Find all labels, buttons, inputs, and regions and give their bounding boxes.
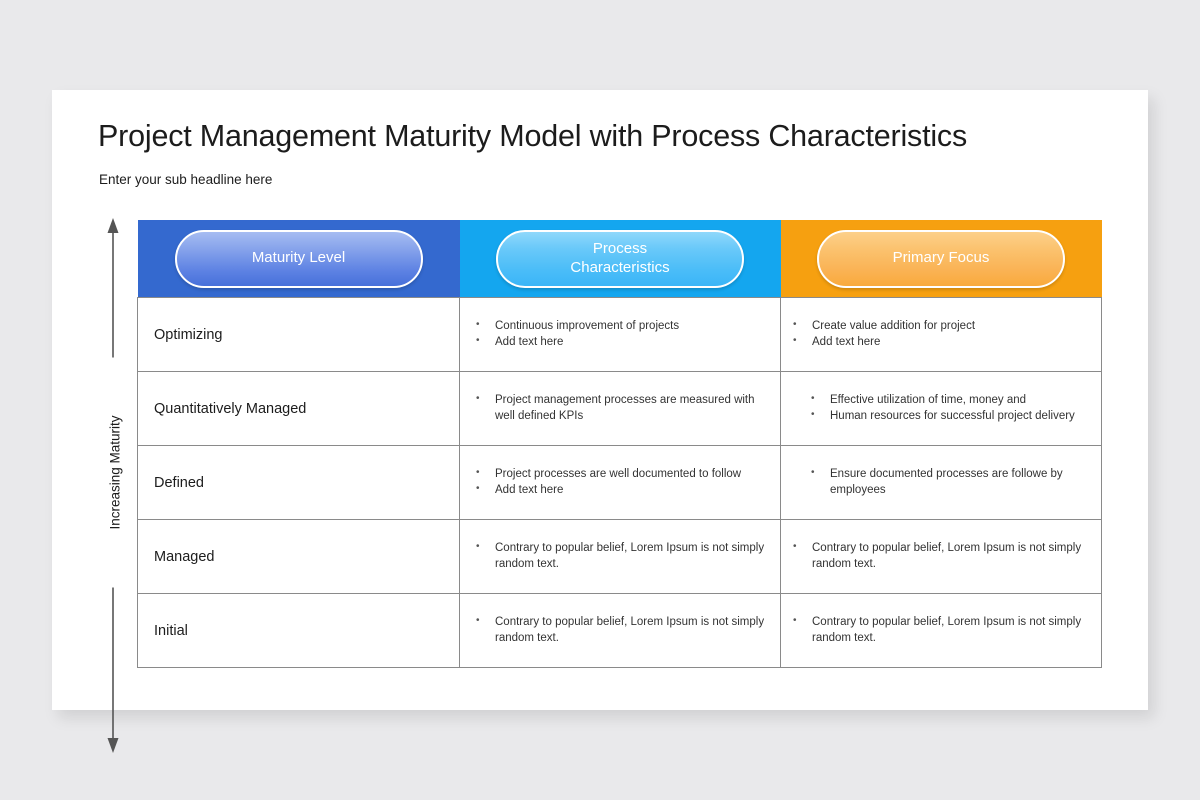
bullet-list: Contrary to popular belief, Lorem Ipsum … <box>781 540 1091 572</box>
list-item: Continuous improvement of projects <box>476 318 770 334</box>
cell-process-characteristics: Continuous improvement of projects Add t… <box>459 297 781 372</box>
table-row: Initial Contrary to popular belief, Lore… <box>137 593 1102 668</box>
list-item: Human resources for successful project d… <box>811 408 1091 424</box>
axis-label: Increasing Maturity <box>104 357 126 588</box>
cell-primary-focus: Ensure documented processes are followe … <box>780 445 1102 520</box>
header-pill-process-characteristics[interactable]: Process Characteristics <box>496 229 744 288</box>
header-label-process-line2: Characteristics <box>570 258 670 276</box>
cell-maturity-level: Quantitatively Managed <box>137 371 460 446</box>
header-label-process-line1: Process <box>592 239 648 257</box>
list-item: Ensure documented processes are followe … <box>811 466 1091 498</box>
bullet-list: Effective utilization of time, money and… <box>781 392 1091 425</box>
page-title: Project Management Maturity Model with P… <box>98 119 968 153</box>
bullet-list: Project processes are well documented to… <box>460 466 770 499</box>
table-header-row: Maturity Level Process Characteristics P… <box>137 220 1102 298</box>
cell-maturity-level: Optimizing <box>137 297 460 372</box>
cell-process-characteristics: Contrary to popular belief, Lorem Ipsum … <box>459 519 781 594</box>
table-row: Defined Project processes are well docum… <box>137 445 1102 520</box>
table-row: Managed Contrary to popular belief, Lore… <box>137 519 1102 594</box>
cell-primary-focus: Create value addition for project Add te… <box>780 297 1102 372</box>
list-item: Contrary to popular belief, Lorem Ipsum … <box>476 540 770 572</box>
cell-primary-focus: Effective utilization of time, money and… <box>780 371 1102 446</box>
bullet-list: Create value addition for project Add te… <box>781 318 1091 351</box>
increasing-maturity-axis: Increasing Maturity <box>96 218 130 753</box>
list-item: Project processes are well documented to… <box>476 466 770 482</box>
cell-maturity-level: Defined <box>137 445 460 520</box>
maturity-model-table: Maturity Level Process Characteristics P… <box>137 220 1102 668</box>
cell-maturity-level: Managed <box>137 519 460 594</box>
header-label-process-characteristics: Process Characteristics <box>570 240 669 277</box>
cell-primary-focus: Contrary to popular belief, Lorem Ipsum … <box>780 593 1102 668</box>
cell-process-characteristics: Contrary to popular belief, Lorem Ipsum … <box>459 593 781 668</box>
bullet-list: Continuous improvement of projects Add t… <box>460 318 770 351</box>
bullet-list: Contrary to popular belief, Lorem Ipsum … <box>460 614 770 646</box>
cell-process-characteristics: Project management processes are measure… <box>459 371 781 446</box>
list-item: Add text here <box>476 482 770 498</box>
bullet-list: Contrary to popular belief, Lorem Ipsum … <box>781 614 1091 646</box>
bullet-list: Ensure documented processes are followe … <box>781 466 1091 498</box>
header-label-primary-focus: Primary Focus <box>892 249 990 267</box>
header-label-maturity-level: Maturity Level <box>251 249 346 267</box>
header-cell-process-characteristics[interactable]: Process Characteristics <box>459 220 781 298</box>
header-cell-primary-focus[interactable]: Primary Focus <box>780 220 1102 298</box>
table-row: Quantitatively Managed Project managemen… <box>137 371 1102 446</box>
list-item: Contrary to popular belief, Lorem Ipsum … <box>793 540 1091 572</box>
list-item: Add text here <box>793 334 1091 350</box>
table-row: Optimizing Continuous improvement of pro… <box>137 297 1102 372</box>
list-item: Create value addition for project <box>793 318 1091 334</box>
header-pill-primary-focus[interactable]: Primary Focus <box>817 229 1065 288</box>
header-pill-maturity-level[interactable]: Maturity Level <box>174 229 423 288</box>
list-item: Add text here <box>476 334 770 350</box>
cell-maturity-level: Initial <box>137 593 460 668</box>
bullet-list: Contrary to popular belief, Lorem Ipsum … <box>460 540 770 572</box>
list-item: Contrary to popular belief, Lorem Ipsum … <box>793 614 1091 646</box>
list-item: Project management processes are measure… <box>476 392 770 424</box>
cell-primary-focus: Contrary to popular belief, Lorem Ipsum … <box>780 519 1102 594</box>
slide-canvas: Project Management Maturity Model with P… <box>52 90 1148 753</box>
page-subtitle: Enter your sub headline here <box>99 172 273 187</box>
list-item: Contrary to popular belief, Lorem Ipsum … <box>476 614 770 646</box>
header-cell-maturity-level[interactable]: Maturity Level <box>137 220 460 298</box>
list-item: Effective utilization of time, money and <box>811 392 1091 408</box>
cell-process-characteristics: Project processes are well documented to… <box>459 445 781 520</box>
bullet-list: Project management processes are measure… <box>460 392 770 424</box>
